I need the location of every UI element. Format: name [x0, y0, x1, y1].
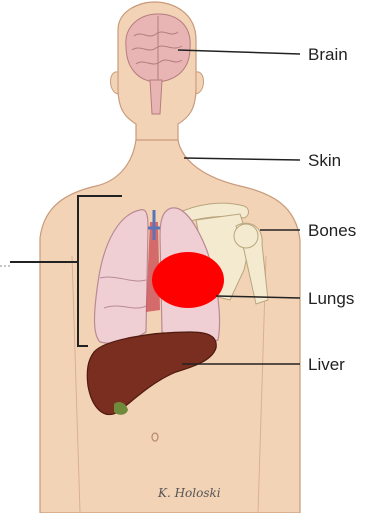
artist-signature: K. Holoski — [157, 486, 221, 500]
left-ear — [111, 72, 119, 94]
brain-stem — [150, 80, 162, 114]
label-brain: Brain — [308, 45, 348, 64]
right-ear — [196, 72, 204, 94]
red-marker — [152, 252, 224, 308]
label-liver: Liver — [308, 355, 345, 374]
humeral-head — [234, 224, 258, 248]
label-lungs: Lungs — [308, 289, 354, 308]
label-skin: Skin — [308, 151, 341, 170]
skin-leader — [184, 158, 300, 160]
label-bones: Bones — [308, 221, 356, 240]
